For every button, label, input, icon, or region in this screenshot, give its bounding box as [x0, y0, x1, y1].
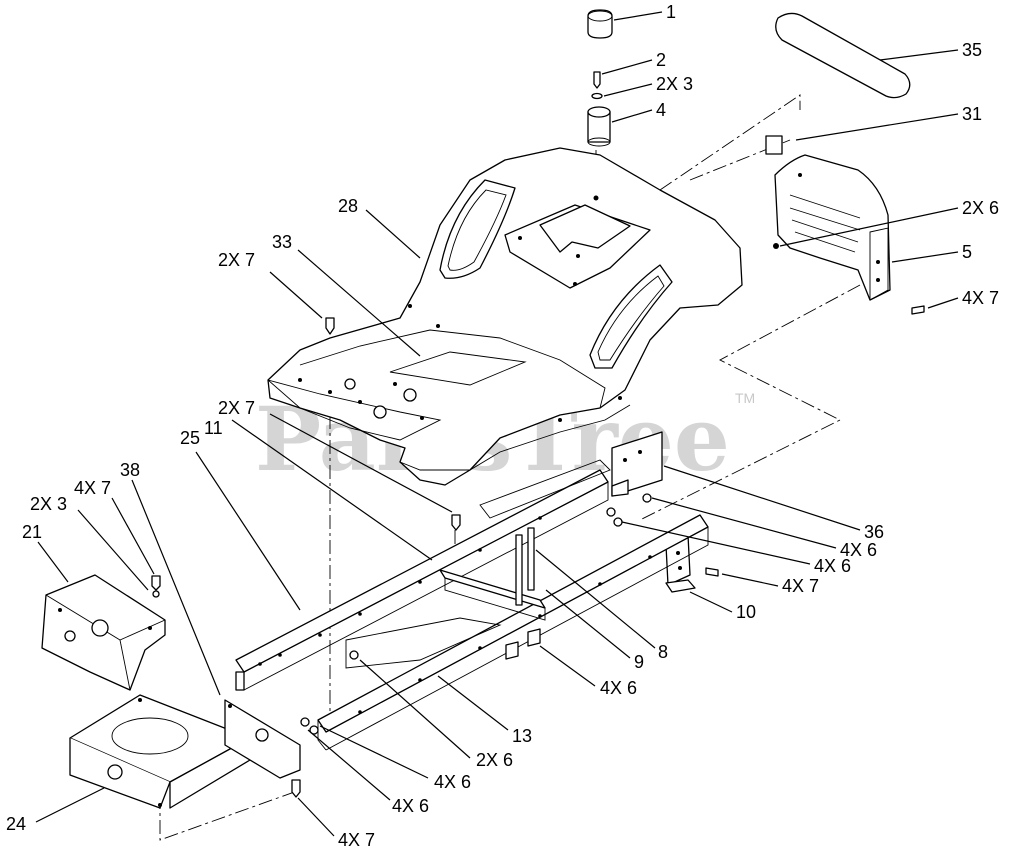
part-screw-4x7-rear: [911, 305, 925, 315]
part-spacers-4x6: [505, 628, 541, 660]
part-frame-inner-panel: [345, 459, 611, 669]
part-31-decal: [765, 135, 783, 155]
callout-2x6-bottom: 2X 6: [476, 750, 513, 770]
callout-9: 9: [634, 652, 644, 672]
callout-2x6-top: 2X 6: [962, 198, 999, 218]
part-screw-4x7-right: [705, 567, 719, 577]
leader-lines: [35, 11, 959, 837]
part-35-decal: [775, 12, 911, 99]
callout-4x6-a: 4X 6: [840, 540, 877, 560]
callout-1: 1: [666, 2, 676, 22]
part-nuts-4x6-lower: [300, 717, 319, 735]
callout-2x7-top: 2X 7: [218, 250, 255, 270]
part-3-washer: [591, 92, 603, 100]
part-28-fender: [267, 147, 743, 486]
callout-35: 35: [962, 40, 982, 60]
part-screw-2x7-top: [325, 317, 335, 335]
part-13-frame-rail: [317, 514, 709, 751]
part-washers-4x6: [606, 493, 652, 527]
callout-2x3-top: 2X 3: [656, 74, 693, 94]
callout-24: 24: [6, 814, 26, 834]
callout-2: 2: [656, 50, 666, 70]
callout-13: 13: [512, 726, 532, 746]
callout-31: 31: [962, 104, 982, 124]
part-21-bracket: [41, 574, 166, 691]
part-screw-2x7-frame: [451, 514, 461, 531]
callout-4x7-left: 4X 7: [74, 478, 111, 498]
callout-4x6-d: 4X 6: [434, 772, 471, 792]
callout-8: 8: [658, 642, 668, 662]
callout-4x7-rear: 4X 7: [962, 288, 999, 308]
callout-4x7-bottom: 4X 7: [338, 830, 375, 850]
part-screw-4x7-left: [151, 575, 161, 598]
callout-28: 28: [338, 196, 358, 216]
part-5-rear-cover: [773, 154, 891, 301]
callout-2x7-frame: 2X 7: [218, 398, 255, 418]
part-25-frame-rail: [235, 469, 609, 691]
callout-4: 4: [656, 100, 666, 120]
callout-33: 33: [272, 232, 292, 252]
part-2-screw: [593, 71, 601, 89]
callout-11: 11: [204, 418, 223, 438]
callout-21: 21: [22, 522, 42, 542]
callout-4x6-c: 4X 6: [600, 678, 637, 698]
part-nut-2x6: [349, 650, 359, 660]
callout-38: 38: [120, 460, 140, 480]
part-1-knob: [587, 9, 613, 39]
callout-4x6-e: 4X 6: [392, 796, 429, 816]
callout-36: 36: [864, 522, 884, 542]
watermark-trademark: TM: [735, 390, 755, 406]
part-9-bolt: [515, 534, 523, 606]
part-38-bracket: [224, 699, 301, 779]
callout-5: 5: [962, 242, 972, 262]
callout-labels: 1 2 2X 3 4 35 31 2X 6 5 4X 7 28 33 2X 7 …: [6, 2, 999, 850]
callout-4x7-right: 4X 7: [782, 576, 819, 596]
part-screw-4x7-bottom: [291, 779, 301, 798]
callout-2x3-left: 2X 3: [30, 494, 67, 514]
callout-4x6-b: 4X 6: [814, 556, 851, 576]
part-8-bolt: [527, 527, 535, 591]
callout-25: 25: [180, 428, 200, 448]
part-36-bracket: [611, 431, 663, 497]
part-4-sleeve: [587, 106, 611, 147]
callout-10: 10: [736, 602, 756, 622]
